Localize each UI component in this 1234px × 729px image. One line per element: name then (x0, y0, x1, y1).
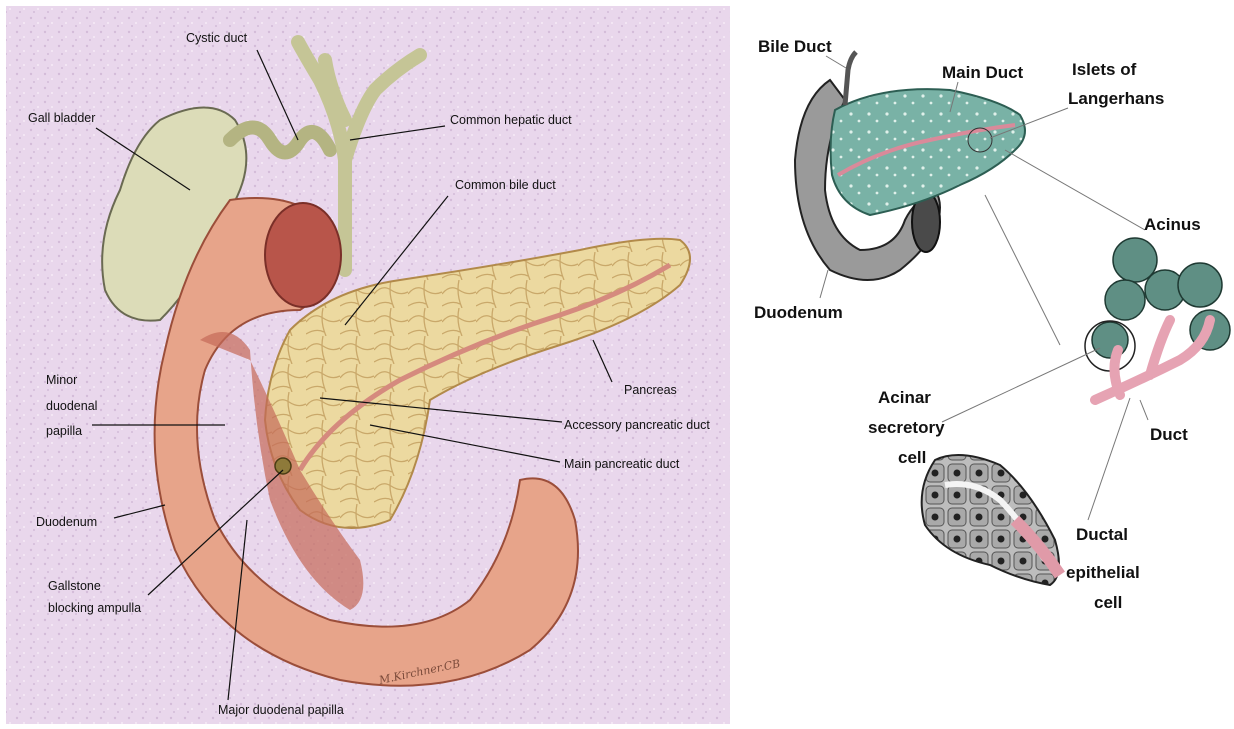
label-ductal-line3: cell (1094, 593, 1122, 612)
gallstone-illustration (275, 458, 291, 474)
label-acinar-line1: Acinar (878, 388, 931, 407)
leader-acinar-cell (942, 348, 1100, 422)
label-main-pancreatic-duct: Main pancreatic duct (564, 457, 680, 471)
label-cystic-duct: Cystic duct (186, 31, 248, 45)
label-islets-line1: Islets of (1072, 60, 1137, 79)
label-duodenum-r: Duodenum (754, 303, 843, 322)
label-islets-line2: Langerhans (1068, 89, 1164, 108)
label-gallstone-line2: blocking ampulla (48, 601, 141, 615)
label-bile-duct: Bile Duct (758, 37, 832, 56)
label-main-duct: Main Duct (942, 63, 1024, 82)
leader-acinus-1 (1005, 150, 1145, 230)
leader-acinus-2 (985, 195, 1060, 345)
right-histology-panel: Bile Duct Main Duct Islets of Langerhans… (754, 37, 1230, 612)
label-acinus: Acinus (1144, 215, 1201, 234)
label-acinar-line2: secretory (868, 418, 945, 437)
duodenum-opening (265, 203, 341, 307)
leader-bile-duct (826, 56, 846, 68)
label-ductal-line2: epithelial (1066, 563, 1140, 582)
right-pancreas-illustration (831, 89, 1025, 215)
label-gall-bladder: Gall bladder (28, 111, 95, 125)
label-ductal-line1: Ductal (1076, 525, 1128, 544)
label-gallstone-line1: Gallstone (48, 579, 101, 593)
label-major-duodenal-papilla: Major duodenal papilla (218, 703, 344, 717)
label-common-hepatic-duct: Common hepatic duct (450, 113, 572, 127)
label-accessory-pancreatic-duct: Accessory pancreatic duct (564, 418, 710, 432)
label-common-bile-duct: Common bile duct (455, 178, 556, 192)
right-bile-duct-illustration (845, 52, 856, 105)
leader-duodenum-r (820, 270, 828, 298)
label-acinar-line3: cell (898, 448, 926, 467)
label-pancreas: Pancreas (624, 383, 677, 397)
label-minor-papilla-line2: duodenal (46, 399, 97, 413)
label-duct: Duct (1150, 425, 1188, 444)
label-duodenum: Duodenum (36, 515, 97, 529)
label-minor-papilla-line1: Minor (46, 373, 77, 387)
label-minor-papilla-line3: papilla (46, 424, 82, 438)
left-anatomy-panel: M.Kirchner.CB Cystic duct Gall bladder C… (6, 6, 730, 724)
acinar-cell-illustration (922, 455, 1059, 585)
leader-ductal-cell (1088, 398, 1130, 520)
leader-duct (1140, 400, 1148, 420)
